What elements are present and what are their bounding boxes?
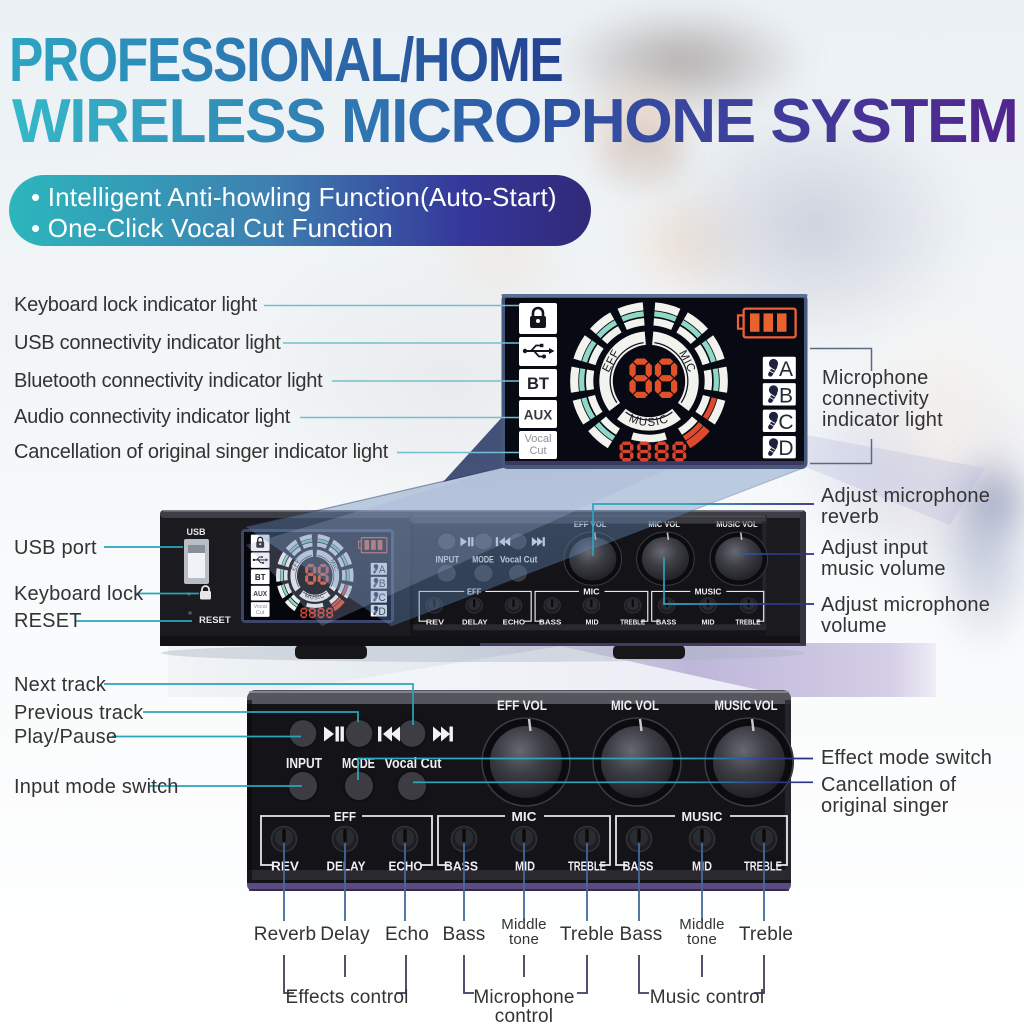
svg-text:USB: USB bbox=[186, 527, 206, 537]
svg-text:RESET: RESET bbox=[199, 615, 231, 626]
